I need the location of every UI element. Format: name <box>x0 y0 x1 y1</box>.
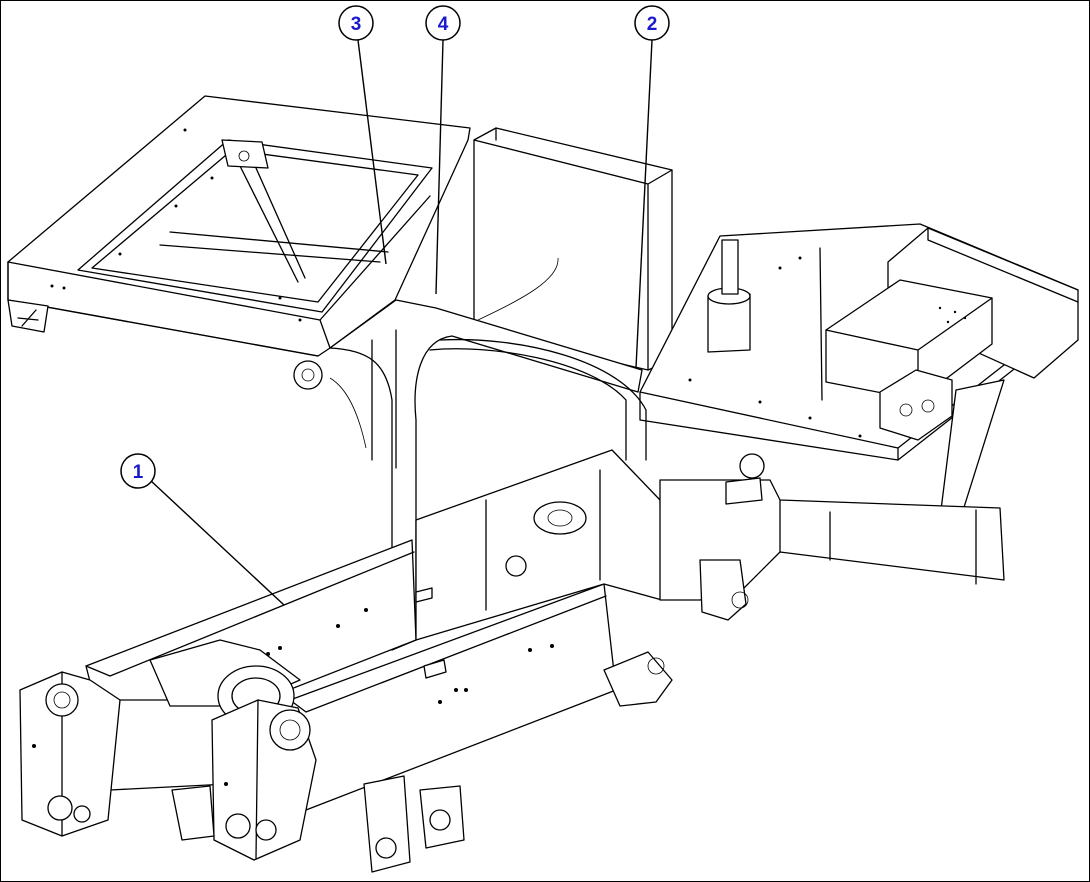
callout-1-label: 1 <box>133 462 144 483</box>
callout-2-label: 2 <box>647 14 658 35</box>
right-deck-platform <box>639 223 1079 521</box>
front-hitch-assembly <box>19 639 673 873</box>
left-deck-platform <box>7 95 471 390</box>
callout-4-label: 4 <box>438 14 449 35</box>
callout-2: 2 <box>634 5 670 369</box>
callout-4: 4 <box>425 5 461 295</box>
callout-3-label: 3 <box>351 14 362 35</box>
callout-3: 3 <box>338 5 387 265</box>
callout-1: 1 <box>120 453 285 606</box>
